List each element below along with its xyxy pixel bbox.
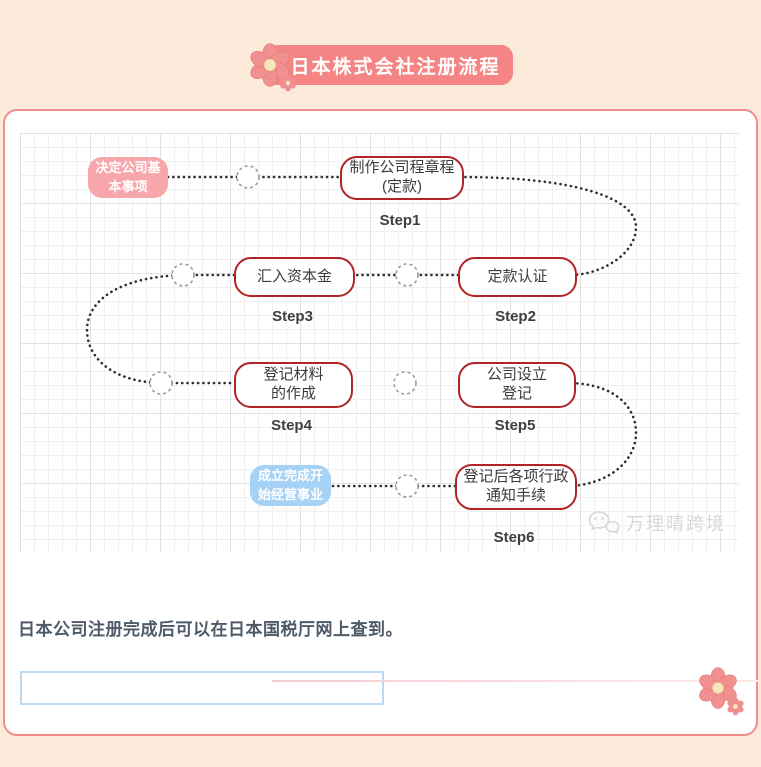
flow-node-step6: 登记后各项行政 通知手续 — [455, 464, 577, 510]
start-label-line1: 决定公司基 — [95, 159, 161, 175]
flow-node-step2: 定款认证 — [458, 257, 577, 297]
title-pill: 日本株式会社注册流程 — [264, 45, 513, 85]
flow-node-text: 公司设立 — [486, 366, 547, 384]
step-number-label: Step3 — [272, 308, 313, 325]
step-number-label: Step4 — [271, 417, 312, 434]
watermark: 万理晴跨境 — [588, 510, 726, 536]
caption-input[interactable] — [20, 671, 384, 705]
start-label-pill: 决定公司基 本事项 — [88, 157, 168, 198]
flow-node-text: 登记 — [501, 385, 532, 402]
flow-node-text: 制作公司程章程 — [349, 159, 455, 177]
step-number-label: Step2 — [495, 308, 536, 325]
flow-node-step3: 汇入资本金 — [234, 257, 355, 297]
step-number-label: Step6 — [493, 529, 535, 546]
flow-node-step1: 制作公司程章程 (定款) — [340, 156, 464, 200]
flower-icon — [278, 74, 297, 92]
page-title: 日本株式会社注册流程 — [290, 56, 501, 78]
flow-node-text: 的作成 — [270, 385, 316, 402]
flow-node-text: 登记材料 — [263, 366, 324, 384]
flow-node-text: 汇入资本金 — [256, 267, 332, 285]
header-banner: 日本株式会社注册流程 — [247, 43, 515, 92]
flow-node-step4: 登记材料 的作成 — [234, 362, 353, 408]
end-label-line1: 成立完成开 — [257, 467, 323, 483]
divider-line — [272, 680, 758, 682]
flower-icon — [726, 697, 745, 716]
end-label-line2: 始经营事业 — [257, 486, 323, 502]
step-number-label: Step5 — [494, 417, 536, 434]
flow-node-text: 定款认证 — [487, 267, 548, 285]
flow-node-text: 登记后各项行政 — [463, 468, 569, 486]
end-label-pill: 成立完成开 始经营事业 — [250, 465, 331, 506]
flow-node-text: 通知手续 — [485, 487, 546, 504]
chat-bubbles-icon — [588, 511, 620, 535]
watermark-text: 万理晴跨境 — [626, 514, 726, 534]
footer-note: 日本公司注册完成后可以在日本国税厅网上查到。 — [18, 620, 403, 639]
flow-node-step5: 公司设立 登记 — [458, 362, 576, 408]
start-label-line2: 本事项 — [108, 178, 148, 194]
step-number-label: Step1 — [379, 212, 421, 229]
flow-node-text: (定款) — [382, 178, 422, 195]
